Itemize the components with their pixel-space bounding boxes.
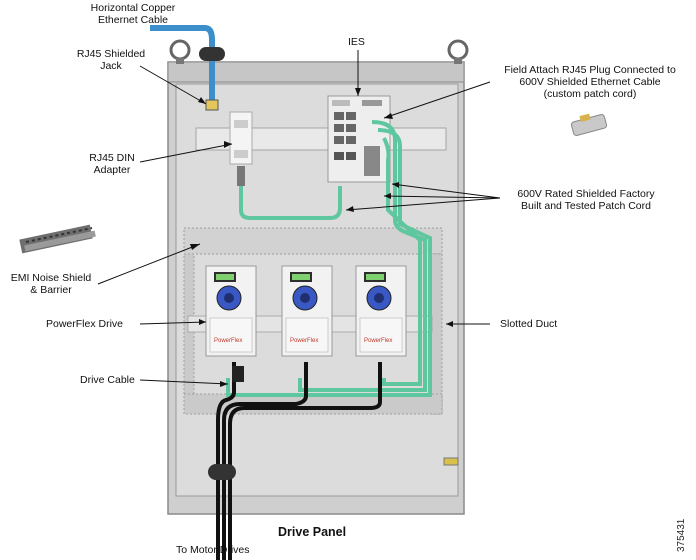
- cable-grommet-bottom: [208, 464, 236, 480]
- horizontal-copper-cable: [150, 25, 215, 100]
- rj45-plug-illustration: [570, 113, 608, 136]
- lifting-eye-right: [447, 39, 469, 64]
- label-patch-cord: 600V Rated Shielded Factory Built and Te…: [517, 188, 655, 212]
- label-to-motor: To Motor Drives: [176, 544, 250, 556]
- emi-shield-illustration: [19, 224, 96, 254]
- label-drive-panel: Drive Panel: [278, 525, 347, 539]
- leader-arrowheads: [190, 88, 453, 387]
- label-emi-shield: EMI Noise Shield & Barrier: [10, 272, 92, 296]
- rj45-din-adapter: [229, 111, 253, 186]
- powerflex-drive-3: PowerFlex: [355, 265, 407, 357]
- label-slotted-duct: Slotted Duct: [500, 318, 558, 330]
- label-ies: IES: [348, 36, 365, 48]
- slotted-duct-left: [183, 253, 195, 415]
- cable-grommet-top: [199, 47, 225, 61]
- figure-number: 375431: [676, 518, 687, 552]
- emi-barrier: [183, 227, 443, 255]
- label-horizontal-cable: Horizontal Copper Ethernet Cable: [90, 2, 176, 26]
- label-rj45-jack: RJ45 Shielded Jack: [76, 48, 146, 72]
- label-field-attach: Field Attach RJ45 Plug Connected to 600V…: [504, 64, 676, 100]
- rj45-shielded-jack: [205, 99, 219, 111]
- label-powerflex: PowerFlex Drive: [46, 318, 124, 330]
- drive-brand-1: PowerFlex: [214, 338, 242, 344]
- lifting-eye-left: [169, 39, 191, 64]
- ies-switch: [327, 95, 391, 183]
- powerflex-drive-2: PowerFlex: [281, 265, 333, 357]
- green-patch-cords: [226, 120, 432, 397]
- drive-brand-2: PowerFlex: [290, 338, 318, 344]
- ground-bar: [443, 457, 459, 466]
- drive-cables: [216, 362, 382, 560]
- label-drive-cable: Drive Cable: [80, 374, 135, 386]
- powerflex-drive-1: PowerFlex: [205, 265, 257, 357]
- drive-brand-3: PowerFlex: [364, 338, 392, 344]
- leader-lines: [97, 50, 501, 385]
- label-rj45-din: RJ45 DIN Adapter: [89, 152, 135, 176]
- drive-cable-gland: [232, 366, 244, 382]
